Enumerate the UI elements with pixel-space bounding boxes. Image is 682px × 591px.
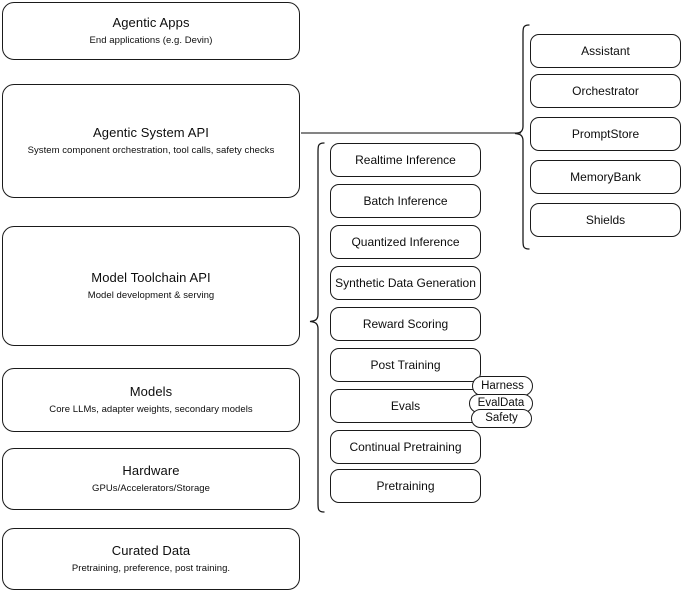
component-title: Shields xyxy=(585,212,626,227)
component-box-promptstore[interactable]: PromptStore xyxy=(530,117,681,151)
capability-title: Realtime Inference xyxy=(355,152,456,167)
component-box-memorybank[interactable]: MemoryBank xyxy=(530,160,681,194)
capability-box-post-training[interactable]: Post Training xyxy=(330,348,481,382)
bracket-toolchain-capabilities xyxy=(305,140,327,518)
component-title: MemoryBank xyxy=(570,169,641,184)
capability-box-evals[interactable]: Evals xyxy=(330,389,481,423)
layer-title: Hardware xyxy=(122,463,180,478)
capability-title: Continual Pretraining xyxy=(349,439,462,454)
capability-title: Batch Inference xyxy=(363,193,448,208)
layer-title: Agentic Apps xyxy=(112,15,190,30)
layer-title: Agentic System API xyxy=(93,125,209,140)
layer-title: Models xyxy=(129,384,173,399)
capability-box-pretraining[interactable]: Pretraining xyxy=(330,469,481,503)
component-box-assistant[interactable]: Assistant xyxy=(530,34,681,68)
capability-title: Evals xyxy=(390,398,421,413)
capability-box-synthetic-data-generation[interactable]: Synthetic Data Generation xyxy=(330,266,481,300)
layer-box-agentic-system-api[interactable]: Agentic System API System component orch… xyxy=(2,84,300,198)
component-box-shields[interactable]: Shields xyxy=(530,203,681,237)
layer-title: Model Toolchain API xyxy=(91,270,211,285)
eval-pill-label: Harness xyxy=(481,379,524,392)
capability-box-batch-inference[interactable]: Batch Inference xyxy=(330,184,481,218)
capability-box-continual-pretraining[interactable]: Continual Pretraining xyxy=(330,430,481,464)
eval-pill-label: EvalData xyxy=(477,397,525,409)
layer-subtitle: End applications (e.g. Devin) xyxy=(89,35,213,46)
layer-box-hardware[interactable]: Hardware GPUs/Accelerators/Storage xyxy=(2,448,300,510)
layer-subtitle: Model development & serving xyxy=(87,290,215,301)
capability-title: Reward Scoring xyxy=(362,316,449,331)
eval-pill-label: Safety xyxy=(485,412,518,424)
layer-box-agentic-apps[interactable]: Agentic Apps End applications (e.g. Devi… xyxy=(2,2,300,60)
layer-subtitle: GPUs/Accelerators/Storage xyxy=(92,483,210,494)
layer-title: Curated Data xyxy=(111,543,191,558)
component-title: Orchestrator xyxy=(572,83,639,98)
capability-box-reward-scoring[interactable]: Reward Scoring xyxy=(330,307,481,341)
layer-subtitle: Core LLMs, adapter weights, secondary mo… xyxy=(49,404,253,415)
capability-title: Pretraining xyxy=(376,478,435,493)
layer-subtitle: System component orchestration, tool cal… xyxy=(27,145,275,156)
eval-pill-evaldata[interactable]: EvalData xyxy=(469,394,533,413)
layer-box-model-toolchain-api[interactable]: Model Toolchain API Model development & … xyxy=(2,226,300,346)
layer-box-curated-data[interactable]: Curated Data Pretraining, preference, po… xyxy=(2,528,300,590)
layer-box-models[interactable]: Models Core LLMs, adapter weights, secon… xyxy=(2,368,300,432)
capability-title: Post Training xyxy=(370,357,441,372)
layer-subtitle: Pretraining, preference, post training. xyxy=(71,563,231,574)
connector-line-system-api-to-components xyxy=(300,126,524,142)
eval-pill-harness[interactable]: Harness xyxy=(472,376,533,396)
component-title: PromptStore xyxy=(571,126,640,141)
capability-title: Quantized Inference xyxy=(351,234,460,249)
capability-box-realtime-inference[interactable]: Realtime Inference xyxy=(330,143,481,177)
eval-pill-safety[interactable]: Safety xyxy=(471,409,532,428)
capability-box-quantized-inference[interactable]: Quantized Inference xyxy=(330,225,481,259)
component-title: Assistant xyxy=(581,43,630,58)
component-box-orchestrator[interactable]: Orchestrator xyxy=(530,74,681,108)
capability-title: Synthetic Data Generation xyxy=(335,275,476,290)
